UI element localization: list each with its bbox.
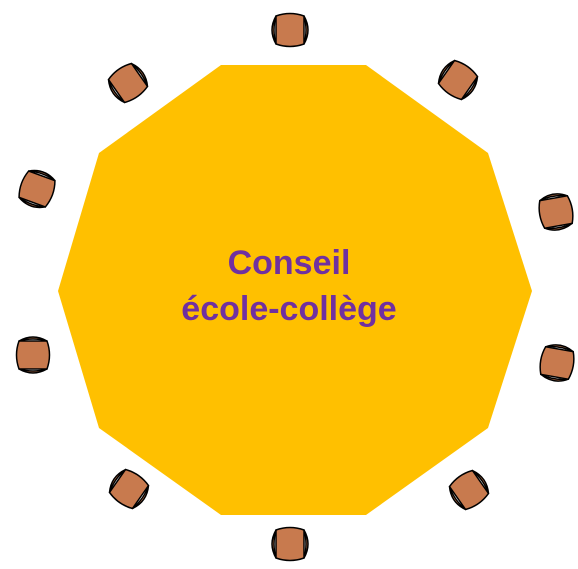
table-label: Conseil école-collège	[89, 240, 489, 332]
table-label-line-2: école-collège	[181, 290, 397, 328]
chair-2	[107, 62, 149, 104]
table-label-line-1: Conseil	[227, 244, 351, 282]
chair-7	[539, 344, 575, 382]
chair-10	[271, 526, 309, 562]
chairs-group	[15, 12, 575, 562]
chair-3	[437, 59, 479, 101]
chair-9	[448, 469, 490, 511]
chair-8	[108, 468, 150, 510]
chair-4	[18, 169, 56, 209]
decagon-table	[58, 65, 532, 515]
chair-1	[271, 12, 309, 48]
chair-6	[15, 336, 51, 374]
chair-5	[538, 193, 574, 231]
